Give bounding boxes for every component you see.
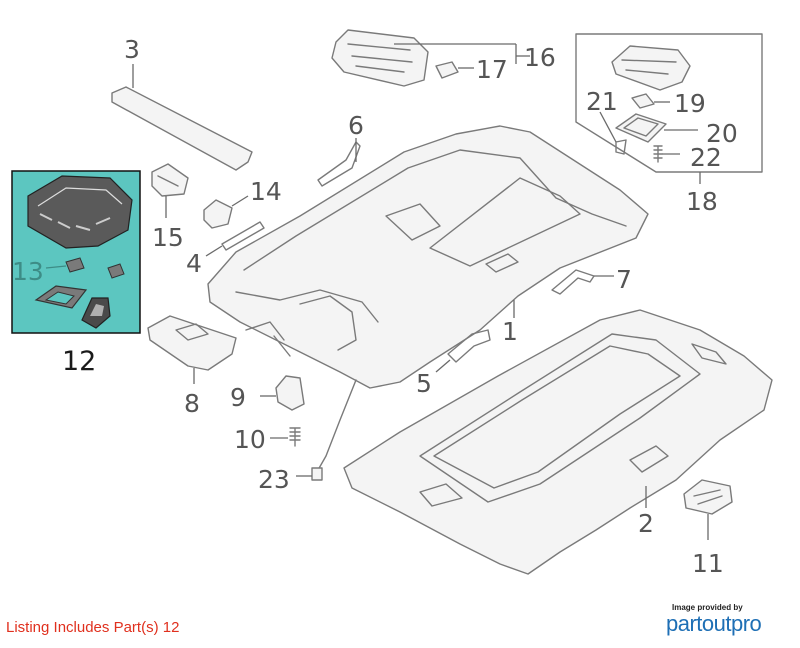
callout-18: 18 [686,187,718,216]
part-18-group-box [575,33,763,184]
callout-19: 19 [674,89,706,118]
part-16-console [331,29,530,87]
part-8-sunvisor [147,315,237,384]
callout-15: 15 [152,223,184,252]
callout-12: 12 [62,346,96,377]
callout-17: 17 [476,55,508,84]
callout-9: 9 [230,383,246,412]
callout-20: 20 [706,119,738,148]
part-9-bracket [260,375,305,411]
watermark-caption: Image provided by [672,603,743,612]
callout-22: 22 [690,143,722,172]
part-10-screw [270,427,301,447]
watermark-brand: partoutpro [666,611,762,636]
part-6-handle [317,138,361,187]
callout-13: 13 [12,257,44,286]
part-4-handle [205,221,265,257]
part-5-handle [435,329,491,373]
callout-21: 21 [586,87,618,116]
part-3-strip [111,64,253,171]
callout-14: 14 [250,177,282,206]
callout-2: 2 [638,509,654,538]
part-23-wire [296,379,357,481]
callout-11: 11 [692,549,724,578]
watermark-logo: Image provided by partoutpro [666,603,786,636]
callout-5: 5 [416,369,432,398]
callout-23: 23 [258,465,290,494]
part-12-highlight-box [11,170,141,334]
callout-7: 7 [616,265,632,294]
callout-16: 16 [524,43,556,72]
callout-4: 4 [186,249,202,278]
callout-10: 10 [234,425,266,454]
listing-note: Listing Includes Part(s) 12 [6,619,180,636]
part-11-bracket [683,479,733,540]
callout-1: 1 [502,317,518,346]
part-7-handle [551,269,614,295]
callout-6: 6 [348,111,364,140]
part-1-headliner [207,125,649,389]
part-14-clip [203,195,249,229]
part-15-bracket [151,163,189,218]
callout-3: 3 [124,35,140,64]
part-17-bulb [435,61,474,79]
part-2-headliner [343,309,773,575]
callout-8: 8 [184,389,200,418]
